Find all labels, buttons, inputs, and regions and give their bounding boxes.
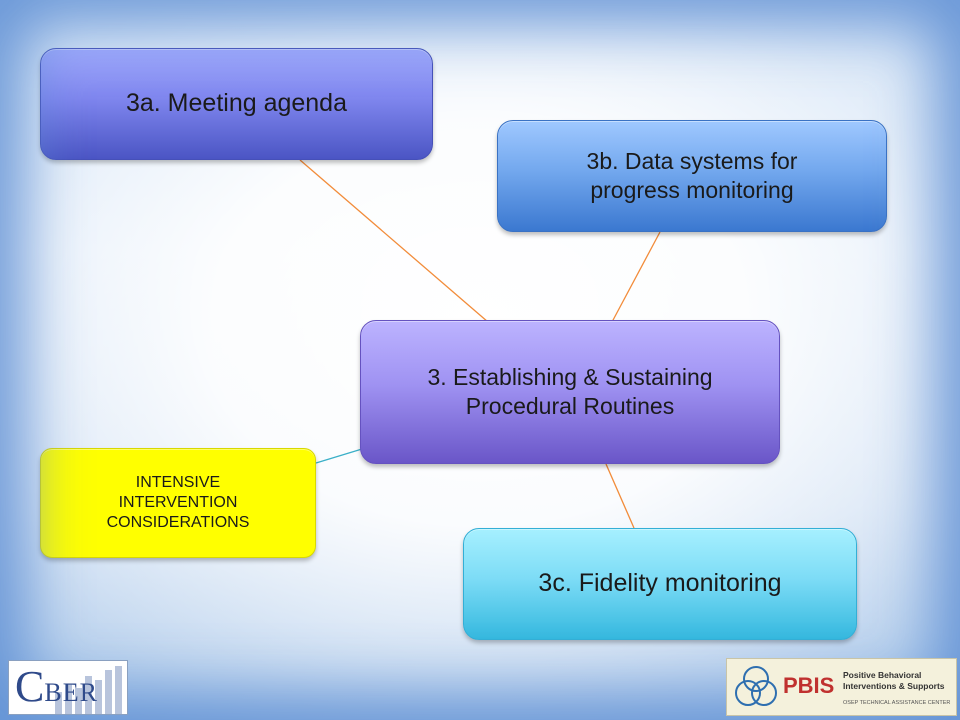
- connector-center-to-intensive: [315, 448, 363, 464]
- cber-logo: CBER: [8, 660, 128, 715]
- pbis-sub-line2: Interventions & Supports: [843, 681, 945, 691]
- cber-logo-bar: [75, 688, 82, 714]
- cber-logo-bar: [85, 676, 92, 714]
- connector-center-to-3c: [605, 463, 635, 529]
- node-center-line2: Procedural Routines: [465, 393, 675, 419]
- cber-logo-bar: [65, 684, 72, 714]
- node-data-systems: 3b. Data systems for progress monitoring: [497, 120, 887, 232]
- pbis-rings-icon: [735, 666, 777, 706]
- pbis-sub-line1: Positive Behavioral: [843, 670, 922, 680]
- cber-logo-bar: [55, 692, 62, 714]
- pbis-logo-subtitle: Positive Behavioral Interventions & Supp…: [843, 670, 955, 692]
- cber-logo-bar: [115, 666, 122, 714]
- cber-logo-bar: [95, 680, 102, 714]
- node-fidelity-label: 3c. Fidelity monitoring: [538, 569, 782, 598]
- cber-logo-c: C: [15, 662, 45, 711]
- node-data-systems-line1: 3b. Data systems for: [586, 148, 798, 175]
- node-intensive-line2: INTERVENTION: [118, 494, 238, 511]
- node-data-systems-line2: progress monitoring: [590, 177, 794, 203]
- node-center-line1: 3. Establishing & Sustaining: [427, 364, 713, 391]
- cber-logo-text: CBER: [15, 665, 98, 709]
- pbis-logo-word: PBIS: [783, 673, 835, 698]
- node-meeting-agenda: 3a. Meeting agenda: [40, 48, 433, 160]
- node-center-procedural-routines: 3. Establishing & Sustaining Procedural …: [360, 320, 780, 464]
- node-meeting-agenda-label: 3a. Meeting agenda: [125, 89, 347, 118]
- node-fidelity-monitoring: 3c. Fidelity monitoring: [463, 528, 857, 640]
- node-intensive-line1: INTENSIVE: [135, 474, 221, 491]
- node-intensive-intervention: INTENSIVE INTERVENTION CONSIDERATIONS: [40, 448, 316, 558]
- connector-center-to-3b: [611, 231, 661, 323]
- cber-logo-ber: BER: [44, 678, 98, 707]
- node-intensive-line3: CONSIDERATIONS: [106, 514, 250, 531]
- pbis-logo: PBIS Positive Behavioral Interventions &…: [726, 658, 957, 716]
- cber-logo-bar: [105, 670, 112, 714]
- connector-center-to-3a: [299, 159, 489, 323]
- pbis-logo-tagline: OSEP TECHNICAL ASSISTANCE CENTER: [843, 700, 951, 706]
